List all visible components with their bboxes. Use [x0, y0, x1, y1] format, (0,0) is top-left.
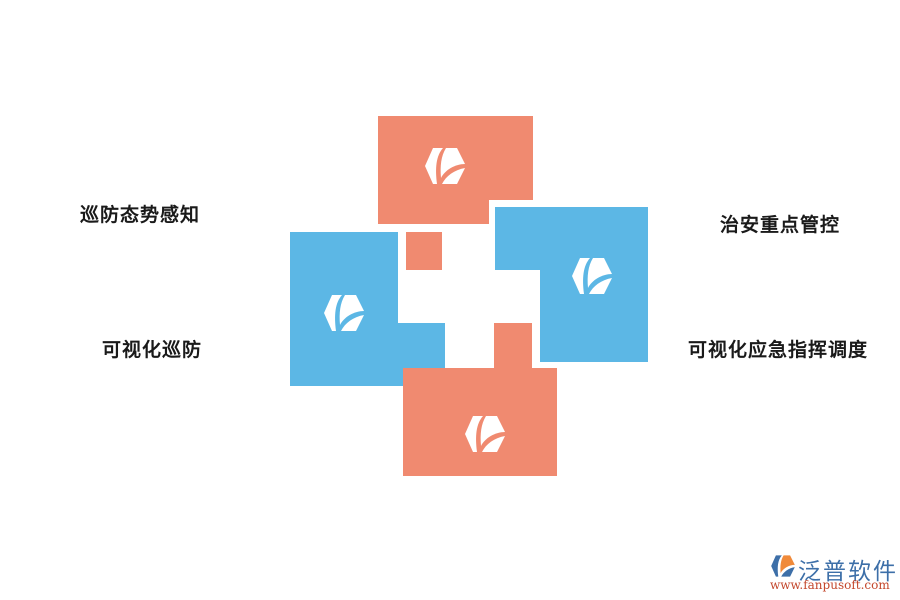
label-top-left: 巡防态势感知 [80, 204, 201, 226]
hexagon-leaf-icon [425, 148, 465, 184]
watermark-name: 泛普软件 [798, 559, 898, 585]
hexagon-leaf-icon [324, 295, 364, 331]
fanpu-logo-icon [771, 555, 795, 577]
bottom-salmon-block [403, 323, 557, 476]
label-bottom-right: 可视化应急指挥调度 [688, 339, 869, 361]
right-blue-block [495, 207, 648, 362]
small-salmon-square [406, 232, 442, 270]
left-blue-block [290, 232, 445, 386]
watermark-url: www.fanpusoft.com [770, 578, 890, 592]
top-salmon-block [378, 116, 533, 224]
hexagon-leaf-icon [572, 258, 612, 294]
hexagon-leaf-icon [465, 416, 505, 452]
label-top-right: 治安重点管控 [720, 214, 841, 236]
label-bottom-left: 可视化巡防 [102, 339, 203, 361]
